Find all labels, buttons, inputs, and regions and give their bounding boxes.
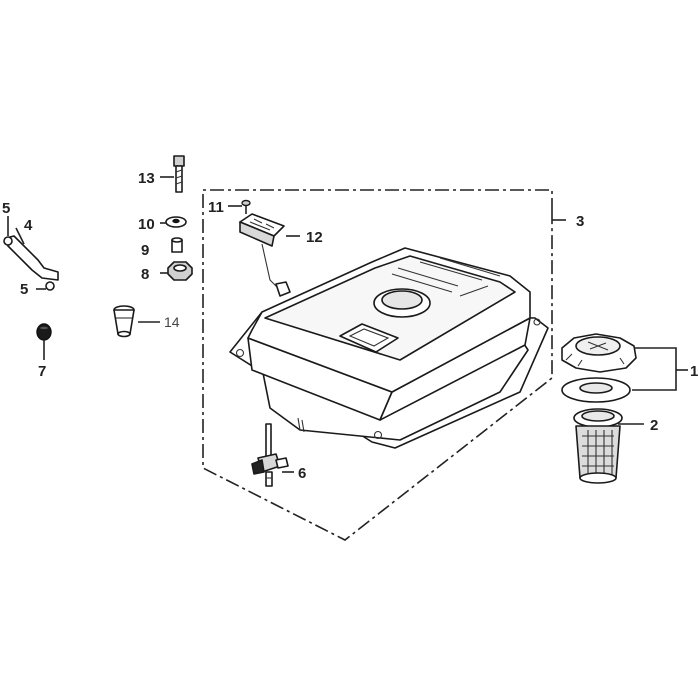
nut: [167, 261, 193, 281]
callout-3: 3: [576, 213, 584, 230]
callout-7: 7: [38, 363, 46, 380]
cushion: [113, 305, 135, 338]
callout-11: 11: [208, 199, 224, 216]
callout-5-lower: 5: [20, 281, 28, 298]
callout-6: 6: [298, 465, 306, 482]
callout-9: 9: [141, 242, 149, 259]
callout-1: 1: [690, 363, 698, 380]
fuel-cap: [561, 333, 637, 373]
callout-5-upper: 5: [2, 200, 10, 217]
callout-2: 2: [650, 417, 658, 434]
screw: [241, 199, 251, 214]
callout-12: 12: [306, 229, 323, 246]
fuel-tank: [229, 247, 549, 449]
clamp-lower: [45, 281, 55, 291]
callout-13: 13: [138, 170, 155, 187]
collar: [171, 237, 183, 253]
fuel-cap-gasket: [561, 377, 631, 403]
callout-8: 8: [141, 266, 149, 283]
pipe-plug: [36, 323, 52, 341]
clamp-upper: [3, 236, 13, 246]
callout-4: 4: [24, 217, 33, 234]
tank-assembly-boundary: [202, 189, 566, 541]
fuel-pipe: [5, 235, 59, 281]
fuel-valve: [251, 423, 289, 487]
fuel-gauge: [239, 213, 291, 297]
callout-10: 10: [138, 216, 155, 233]
strainer: [573, 408, 623, 484]
bolt: [173, 155, 185, 193]
leader-lines: [7, 176, 688, 473]
washer: [165, 216, 187, 228]
callout-14: 14: [164, 314, 180, 330]
